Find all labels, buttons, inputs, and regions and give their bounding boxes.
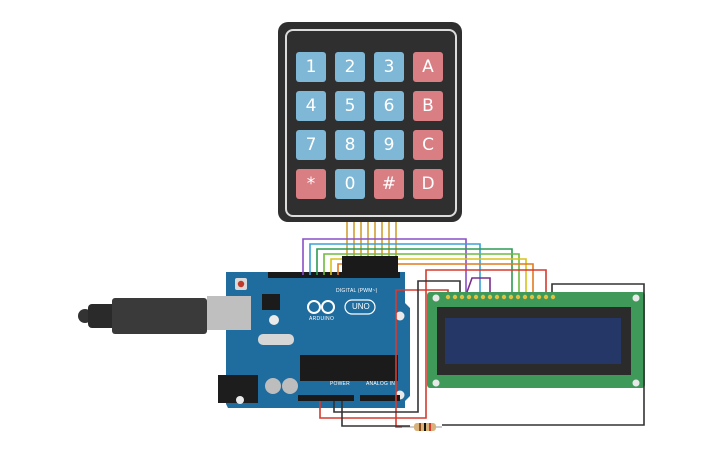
key-b[interactable]: B [413,91,443,121]
key-0[interactable]: 0 [335,169,365,199]
analog-header-label: ANALOG IN [366,381,396,387]
arduino-model-label: UNO [352,302,370,311]
lcd-pin [522,294,528,300]
key-d[interactable]: D [413,169,443,199]
key-star[interactable]: * [296,169,326,199]
lcd-pin [473,294,479,300]
microcontroller-chip [300,355,398,381]
lcd-pin [543,294,549,300]
key-8[interactable]: 8 [335,130,365,160]
wire-orange [337,263,534,292]
lcd-pin [494,294,500,300]
digital-header-label: DIGITAL (PWM~) [336,288,378,294]
lcd-pin [445,294,451,300]
mount-hole-2 [395,311,405,321]
small-chip [262,294,280,310]
wire-black-lcd [442,283,645,426]
crystal [258,334,294,345]
lcd-pin [452,294,458,300]
key-2[interactable]: 2 [335,52,365,82]
arduino-logo [307,300,335,314]
usb-plug-body [112,298,207,334]
lcd-16x2-module [427,292,645,388]
arduino-brand-label: ARDUINO [309,316,335,322]
wire-black-rw [333,280,461,413]
capacitor-right [282,378,298,394]
wire-red-resistor [395,289,449,428]
key-6[interactable]: 6 [374,91,404,121]
key-3[interactable]: 3 [374,52,404,82]
wire-yellow [330,258,527,292]
lcd-pin [501,294,507,300]
wire-purple [302,238,467,292]
power-header [298,395,354,401]
resistor [402,423,442,431]
wire-blue [309,243,481,292]
keypad-frame [285,29,457,217]
lcd-pin [550,294,556,300]
key-9[interactable]: 9 [374,130,404,160]
wire-gray-contrast [466,277,491,293]
lcd-pin [466,294,472,300]
usb-jack [207,296,251,330]
wires [302,238,645,428]
header-connector [342,256,398,274]
lcd-pin [515,294,521,300]
mount-hole-1 [269,315,279,325]
mount-hole-4 [236,396,244,404]
key-5[interactable]: 5 [335,91,365,121]
lcd-pin [536,294,542,300]
power-header-label: POWER [330,381,350,387]
lcd-pin [459,294,465,300]
lcd-pin [529,294,535,300]
digital-header [268,272,400,278]
keypad-ribbon [346,222,397,258]
key-7[interactable]: 7 [296,130,326,160]
key-1[interactable]: 1 [296,52,326,82]
lcd-pin [508,294,514,300]
key-4[interactable]: 4 [296,91,326,121]
capacitor-left [265,378,281,394]
key-hash[interactable]: # [374,169,404,199]
lcd-pin [480,294,486,300]
lcd-pins [445,294,556,300]
lcd-screen [445,318,621,364]
analog-header [360,395,400,401]
key-a[interactable]: A [413,52,443,82]
lcd-pin [487,294,493,300]
wire-red-lcd [319,269,547,419]
wire-lightgreen [323,253,520,292]
reset-button-cap[interactable] [237,280,245,288]
arduino-uno-board [207,272,410,408]
key-c[interactable]: C [413,130,443,160]
uno-badge [344,299,376,315]
wire-black-gnd [341,401,410,427]
